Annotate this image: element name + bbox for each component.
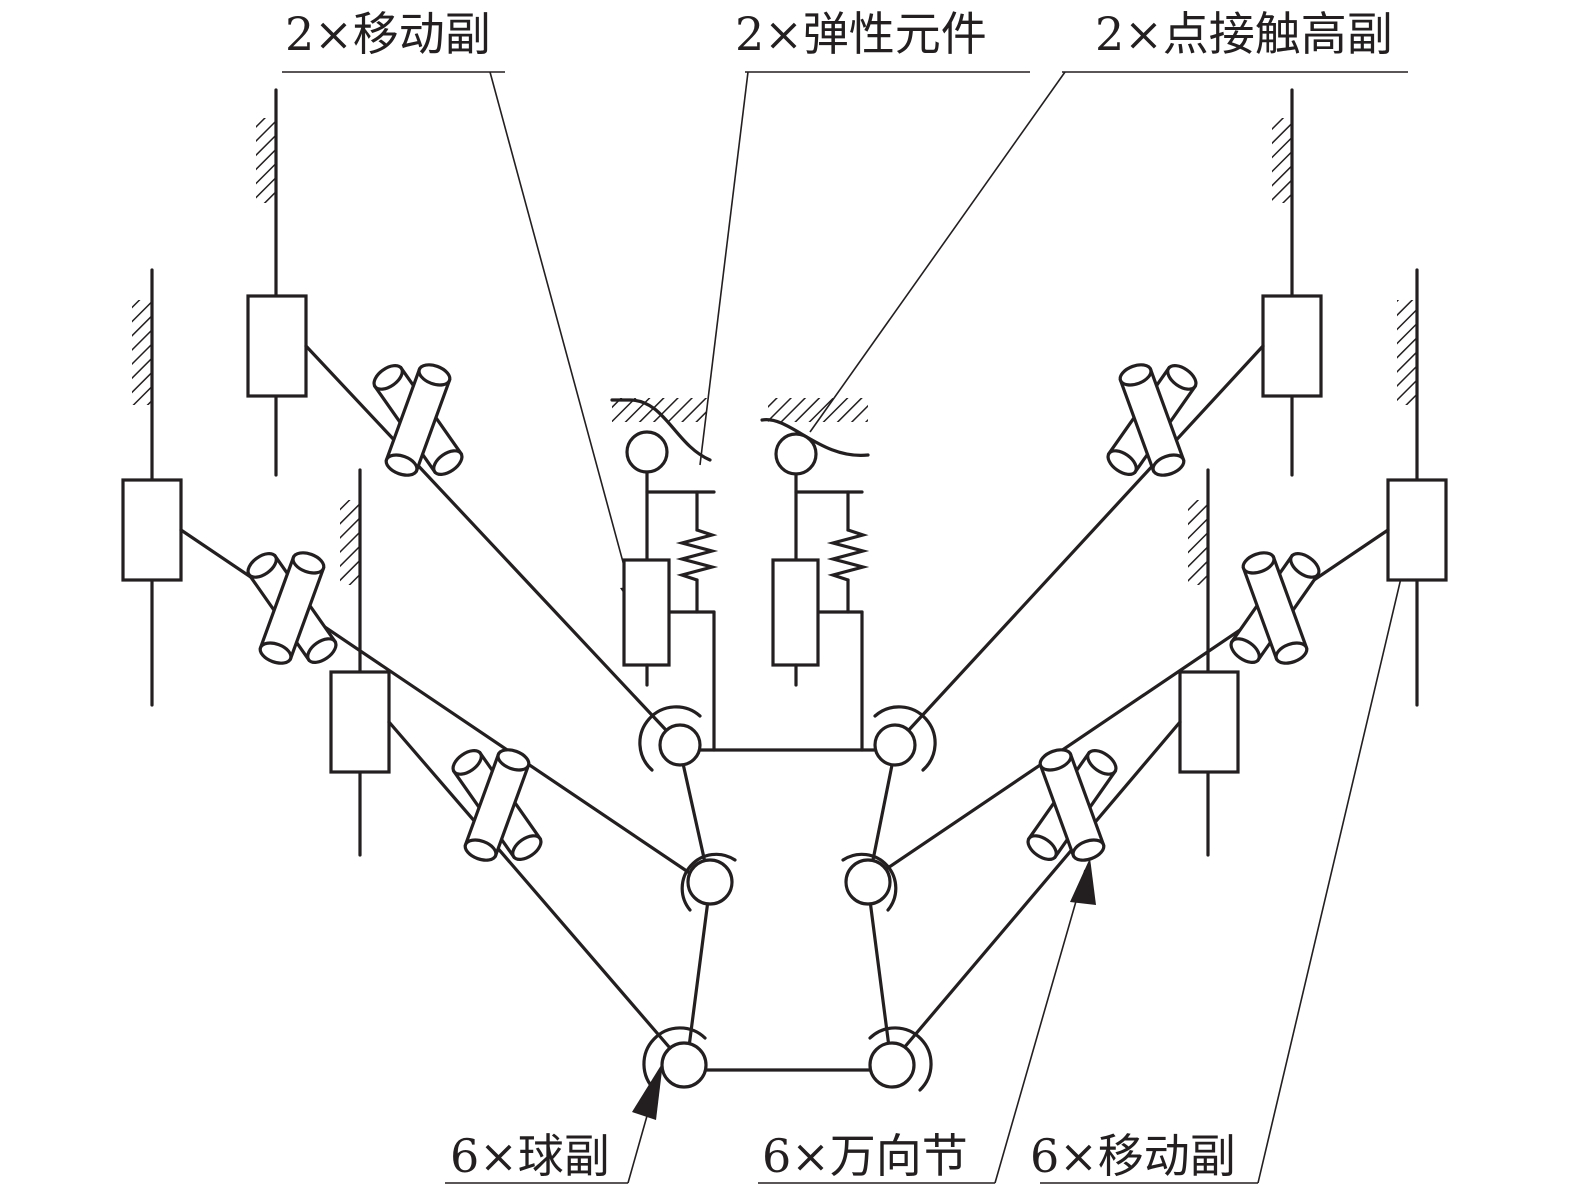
ball-joint-left-top xyxy=(638,705,702,772)
slider-block-finger-left xyxy=(622,558,671,667)
ball-joint-left-mid xyxy=(680,852,737,912)
label-top-prismatic: 2×移动副 xyxy=(285,7,491,61)
universal-joint-right-top xyxy=(1106,363,1198,477)
slider-block-left-top xyxy=(246,294,308,398)
universal-joint-left-top xyxy=(372,363,464,477)
universal-joint-left-bottom xyxy=(451,748,543,862)
universal-joints xyxy=(246,363,1321,862)
label-bottom-prismatic: 6×移动副 xyxy=(1030,1129,1236,1183)
slider-block-left-inner xyxy=(329,670,391,774)
slider-block-right-outer xyxy=(1386,478,1448,582)
finger-mechanism-right xyxy=(760,398,870,752)
contact-ball-right xyxy=(774,432,818,476)
label-underlines xyxy=(282,71,1408,1184)
label-bottom-spherical: 6×球副 xyxy=(450,1129,610,1183)
arrowheads xyxy=(620,528,1420,1120)
label-top-point-contact: 2×点接触高副 xyxy=(1095,7,1393,61)
rails xyxy=(121,88,1448,857)
ball-joint-left-bottom xyxy=(642,1026,708,1092)
spherical-joints xyxy=(638,705,937,1092)
slider-block-finger-right xyxy=(771,558,820,667)
slider-block-right-top xyxy=(1261,294,1323,398)
slider-block-right-inner xyxy=(1178,670,1240,774)
ball-joint-right-bottom xyxy=(868,1026,933,1092)
contact-ball-left xyxy=(625,430,669,474)
universal-joint-left-mid xyxy=(246,551,338,665)
ball-joint-right-mid xyxy=(841,852,898,912)
label-group: 2×移动副 2×弹性元件 2×点接触高副 6×球副 6×万向节 6×移动副 xyxy=(285,7,1393,1183)
ball-joint-right-top xyxy=(873,705,937,772)
arrow-universal xyxy=(1070,858,1096,905)
universal-joint-right-bottom xyxy=(1026,748,1118,862)
universal-joint-right-mid xyxy=(1229,551,1321,665)
label-bottom-universal: 6×万向节 xyxy=(762,1129,968,1183)
slider-block-left-outer xyxy=(121,478,183,582)
finger-mechanism-left xyxy=(610,398,719,752)
label-top-elastic-element: 2×弹性元件 xyxy=(735,7,987,61)
arrow-spherical xyxy=(632,1062,663,1120)
